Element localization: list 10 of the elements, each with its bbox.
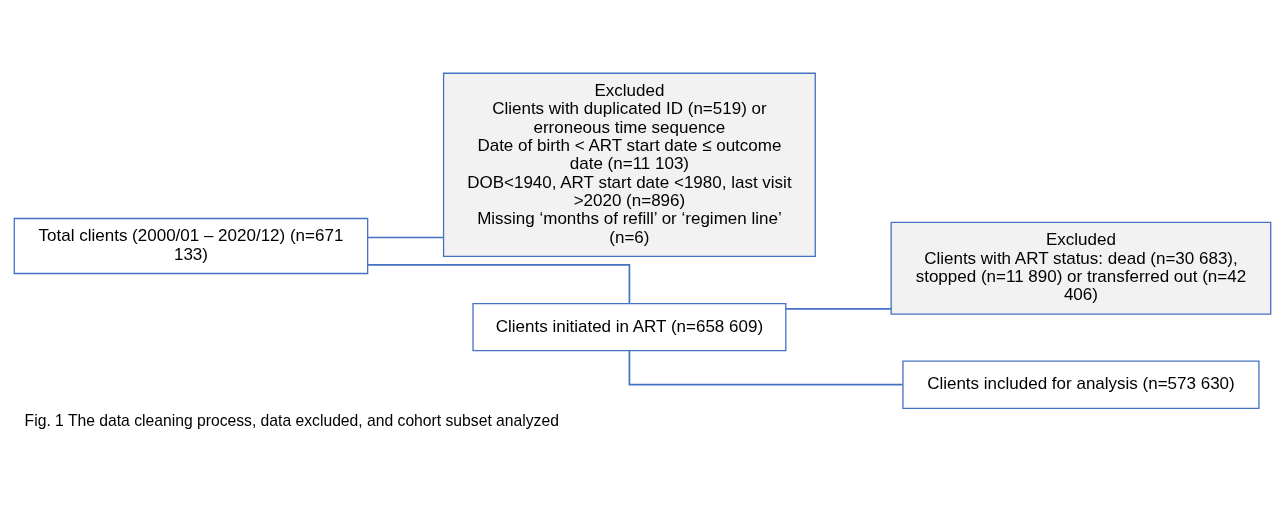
node-box: Excluded Clients with ART status: dead (n=30 683), stopped (n=11 890) or transferred out (n=42 406) <box>890 221 1272 315</box>
connector <box>367 236 445 239</box>
node-box: Clients included for analysis (n=573 630) <box>902 360 1260 409</box>
node-box: Excluded Clients with duplicated ID (n=519) or erroneous time sequence Date of birth < ART start date ≤ outcome date (n=11 103) DOB<1940, ART start date <1980, last visit >2020 (n=896) Missing ‘months of refill’ or ‘regimen line’ (n=6) <box>442 72 816 258</box>
caption: Fig. 1 The data cleaning process, data excluded, and cohort subset analyzed <box>24 412 559 430</box>
node-box: Total clients (2000/01 – 2020/12) (n=671 133) <box>13 217 369 275</box>
connector <box>785 307 892 310</box>
connector <box>367 264 631 305</box>
node-box: Clients initiated in ART (n=658 609) <box>472 302 787 352</box>
connector <box>628 350 904 386</box>
